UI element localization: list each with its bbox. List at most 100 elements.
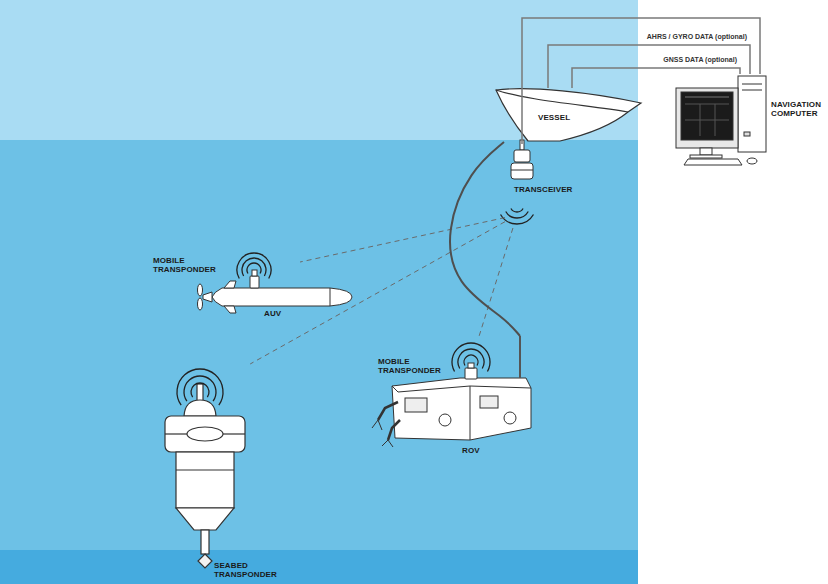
navigation-computer-part: [742, 90, 762, 91]
seabed-transponder-body-part: [176, 469, 234, 470]
component-label: MOBILE TRANSPONDER: [378, 357, 440, 375]
vessel-hull-part: [496, 89, 641, 141]
sound-wave-arc: [452, 343, 490, 372]
rov-vehicle-part: [392, 378, 531, 440]
sound-wave-arc: [191, 383, 209, 397]
auv-vehicle-part: [250, 276, 259, 288]
auv-vehicle-part: [224, 306, 236, 313]
seabed-transponder-body-part: [176, 508, 234, 530]
transceiver-node: TRANSCEIVER: [505, 144, 575, 228]
navigation-computer-part: [685, 120, 729, 121]
vehicle-label: ROV: [462, 446, 480, 455]
rov-vehicle-part: [468, 363, 474, 368]
sound-wave-arc: [237, 253, 271, 279]
component-label: MOBILE TRANSPONDER: [153, 256, 215, 274]
rov-vehicle-part: [480, 396, 498, 408]
seabed-transponder-body-part: [165, 416, 245, 452]
sound-waves: [177, 209, 533, 406]
vessel-hull-part: [496, 90, 628, 112]
vehicle-label: AUV: [264, 309, 281, 318]
seabed-transponder-body-part: [187, 427, 223, 441]
sound-wave-arc: [247, 263, 261, 274]
data-cable: [572, 68, 740, 88]
sound-wave-arc: [501, 215, 534, 224]
navigation-computer-part: [685, 104, 729, 105]
sound-wave-arc: [458, 349, 484, 368]
data-cable: [548, 45, 750, 88]
background: [0, 0, 638, 584]
signal-label: GNSS DATA (optional): [663, 55, 737, 64]
auv-vehicle-part: [198, 298, 203, 310]
seabed-transponder-body-part: [176, 452, 234, 508]
transceiver-body-part: [514, 150, 530, 162]
rov-vehicle-part: [405, 398, 427, 412]
acoustic-link: [250, 222, 505, 364]
sound-wave-arc: [242, 258, 266, 276]
acoustic-link: [479, 228, 513, 336]
rov-vehicle-part: [470, 386, 471, 440]
navigation-computer-part: [690, 155, 722, 158]
navigation-computer-part: [747, 158, 757, 164]
sound-wave-arc: [184, 376, 216, 401]
navigation-computer-part: [700, 148, 712, 155]
acoustic-link: [300, 218, 505, 262]
navigation-computer-part: [676, 88, 738, 148]
background-part: [0, 140, 638, 550]
sound-wave-arc: [464, 355, 478, 366]
transceiver-body-part: [511, 170, 533, 171]
seabed-transponder-node: SEABED TRANSPONDER: [148, 364, 290, 582]
component-label: VESSEL: [538, 113, 570, 122]
component-label: TRANSCEIVER: [514, 185, 572, 194]
auv-vehicle: [198, 270, 353, 313]
seabed-transponder-body: [165, 384, 245, 568]
auv-node: MOBILE TRANSPONDER AUV: [148, 250, 300, 322]
rov-vehicle-part: [382, 440, 393, 447]
background-part: [0, 0, 638, 140]
rov-vehicle-part: [392, 386, 531, 392]
navigation-computer-part: [742, 84, 762, 85]
rov-node: MOBILE TRANSPONDER ROV: [374, 336, 534, 462]
component-label: NAVIGATION COMPUTER: [771, 100, 825, 118]
auv-vehicle-part: [198, 284, 203, 296]
seabed-transponder-body-part: [197, 384, 203, 402]
auv-vehicle-part: [330, 288, 331, 306]
seabed-transponder-body-part: [184, 400, 216, 416]
transceiver-body-part: [511, 163, 533, 179]
rov-vehicle-part: [378, 402, 398, 420]
seabed-transponder-body-part: [165, 433, 187, 434]
auv-vehicle-part: [203, 292, 212, 302]
navigation-computer-part: [744, 132, 750, 136]
seabed-transponder-body-part: [201, 530, 209, 554]
sound-wave-arc: [511, 209, 523, 213]
auv-vehicle-part: [212, 288, 352, 306]
navigation-computer-part: [685, 97, 729, 98]
rov-vehicle-part: [519, 336, 521, 378]
navigation-computer-node: NAVIGATION COMPUTER: [672, 74, 827, 166]
auv-vehicle-part: [252, 270, 257, 276]
rov-vehicle-part: [465, 368, 477, 379]
navigation-computer-part: [738, 76, 766, 152]
auv-vehicle-part: [224, 281, 236, 288]
transceiver-body: [511, 140, 533, 179]
navigation-computer-part: [681, 92, 733, 140]
rov-vehicle-part: [388, 420, 400, 440]
signal-label: AHRS / GYRO DATA (optional): [647, 32, 747, 41]
rov-vehicle-part: [504, 412, 516, 424]
seabed-transponder-body-part: [198, 554, 212, 568]
rov-vehicle-part: [372, 420, 382, 430]
background-part: [0, 550, 638, 584]
sound-wave-arc: [177, 369, 223, 405]
navigation-computer: [676, 76, 766, 165]
umbilical-cable: [450, 142, 520, 336]
rov-vehicle: [372, 336, 531, 447]
seabed-transponder-body-part: [223, 433, 245, 434]
navigation-computer-part: [684, 159, 742, 165]
vessel-hull: [496, 89, 641, 141]
vessel-node: VESSEL: [495, 88, 640, 142]
data-cable: [522, 18, 760, 144]
component-label: SEABED TRANSPONDER: [214, 561, 276, 579]
rov-vehicle-part: [439, 414, 451, 426]
